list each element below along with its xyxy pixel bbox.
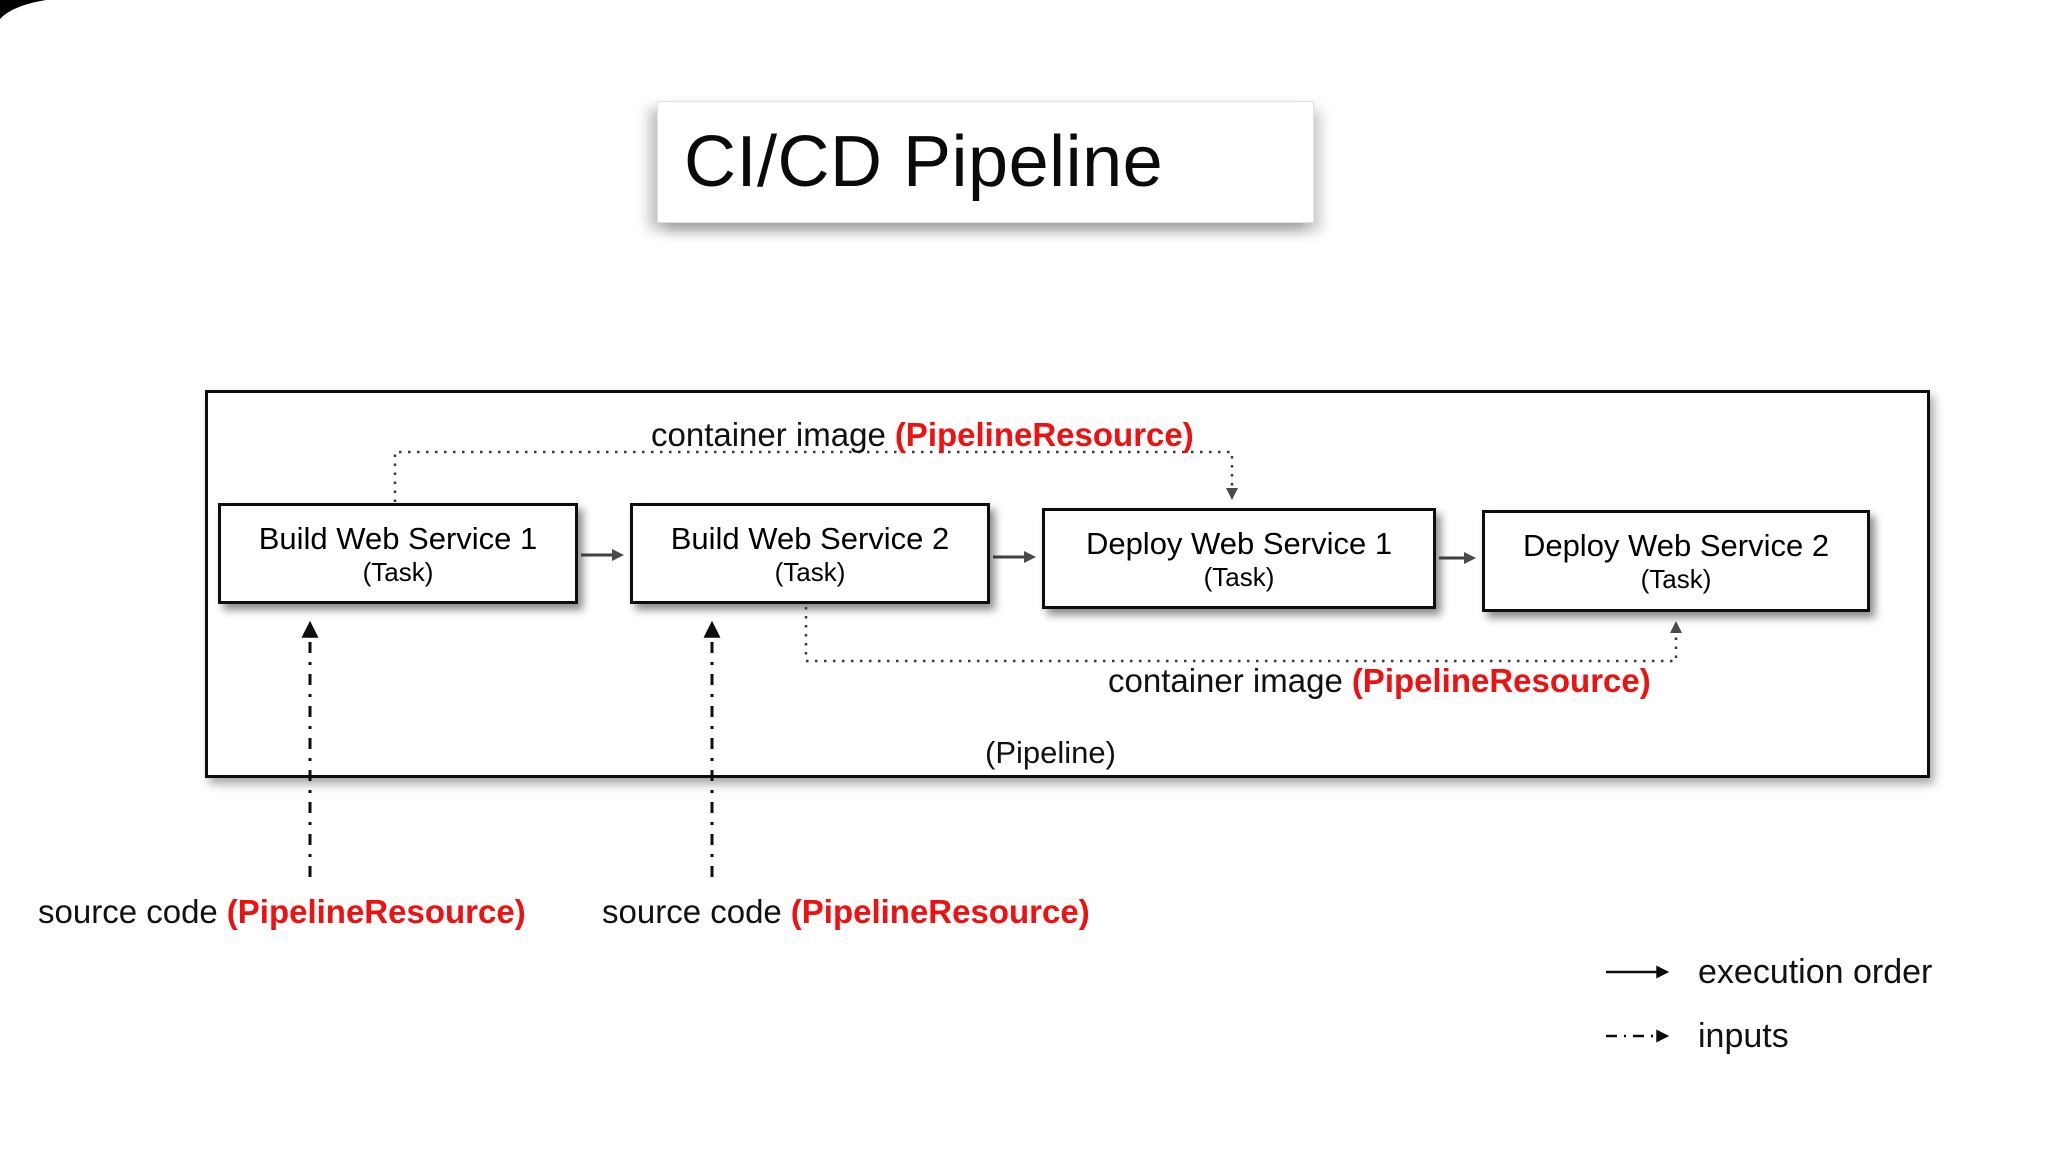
task-box-build-web-service-2: Build Web Service 2 (Task)	[630, 503, 990, 604]
task-box-deploy-web-service-2: Deploy Web Service 2 (Task)	[1482, 510, 1870, 612]
resource-kind: (PipelineResource)	[790, 893, 1090, 930]
task-type: (Task)	[1640, 564, 1712, 594]
source-code-right-label: source code(PipelineResource)	[602, 892, 1090, 932]
task-name: Deploy Web Service 2	[1522, 528, 1830, 563]
task-box-build-web-service-1: Build Web Service 1 (Task)	[218, 503, 578, 604]
legend-execution-order-label: execution order	[1698, 953, 1933, 991]
resource-name: source code	[602, 893, 782, 930]
pipeline-container-label: (Pipeline)	[985, 735, 1116, 770]
task-name: Build Web Service 2	[670, 520, 950, 556]
resource-kind: (PipelineResource)	[226, 893, 526, 930]
resource-name: container image	[1108, 662, 1343, 699]
legend-arrows	[1606, 965, 1670, 1043]
resource-name: container image	[651, 416, 886, 453]
task-type: (Task)	[362, 556, 434, 587]
container-image-bottom-label: container image(PipelineResource)	[1108, 661, 1651, 701]
task-box-deploy-web-service-1: Deploy Web Service 1 (Task)	[1042, 508, 1436, 609]
container-image-top-label: container image(PipelineResource)	[651, 415, 1194, 455]
task-name: Deploy Web Service 1	[1085, 525, 1393, 561]
resource-name: source code	[38, 893, 218, 930]
task-type: (Task)	[774, 556, 846, 587]
task-type: (Task)	[1203, 561, 1275, 592]
task-name: Build Web Service 1	[258, 520, 538, 556]
source-code-left-label: source code(PipelineResource)	[38, 892, 526, 932]
resource-kind: (PipelineResource)	[1351, 662, 1651, 699]
legend-inputs-label: inputs	[1698, 1017, 1789, 1055]
title-card: CI/CD Pipeline	[657, 101, 1314, 223]
page-title: CI/CD Pipeline	[684, 122, 1164, 202]
corner-decoration	[0, 0, 46, 19]
resource-kind: (PipelineResource)	[894, 416, 1194, 453]
